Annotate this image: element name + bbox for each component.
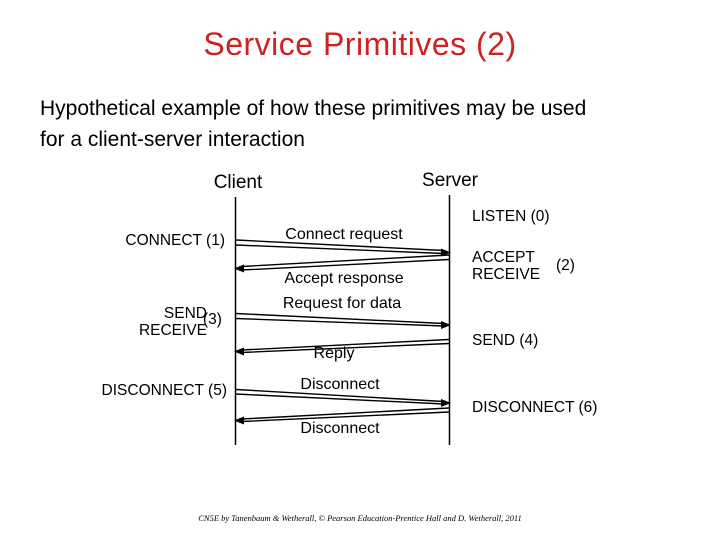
arrow-request-for-data (235, 312, 451, 329)
client-column-label: Client (213, 172, 263, 193)
primitive-disconnect-6: DISCONNECT (6) (472, 399, 598, 416)
subtitle-line-1: Hypothetical example of how these primit… (40, 97, 587, 120)
message-label-connect-request: Connect request (285, 226, 403, 243)
primitive-accept-receive-2-line1: ACCEPT (472, 249, 535, 266)
arrow-reply (234, 338, 450, 356)
primitive-send-4: SEND (4) (472, 332, 539, 349)
server-column-label: Server (422, 170, 478, 191)
slide-title: Service Primitives (2) (203, 26, 517, 62)
arrow-disconnect-to-client (234, 407, 450, 425)
primitive-send-receive-3: SEND RECEIVE (40, 305, 207, 339)
slide-subtitle: Hypothetical example of how these primit… (40, 93, 690, 155)
message-label-reply: Reply (313, 345, 355, 362)
arrow-accept-response (234, 254, 450, 273)
arrow-connect-request (235, 239, 451, 257)
primitive-send-receive-3-line1: SEND (163, 305, 207, 322)
message-label-disconnect-2: Disconnect (300, 420, 380, 437)
copyright-footer: CN5E by Tanenbaum & Wetherall, © Pearson… (198, 513, 522, 523)
message-label-disconnect-1: Disconnect (300, 376, 380, 393)
primitive-accept-receive-2: ACCEPT RECEIVE (472, 249, 540, 283)
primitive-disconnect-5: DISCONNECT (5) (101, 382, 227, 399)
primitive-send-receive-3-line2: RECEIVE (138, 322, 207, 339)
primitive-listen-0: LISTEN (0) (472, 208, 550, 225)
primitive-accept-receive-2-number: (2) (556, 257, 575, 274)
primitive-connect-1: CONNECT (1) (125, 232, 225, 249)
arrow-disconnect-to-server (235, 388, 451, 407)
primitive-send-receive-3-number: (3) (203, 311, 222, 328)
primitive-accept-receive-2-line2: RECEIVE (472, 266, 541, 283)
message-label-request-for-data: Request for data (282, 295, 402, 312)
message-label-accept-response: Accept response (284, 270, 404, 287)
subtitle-line-2: for a client-server interaction (40, 128, 305, 151)
